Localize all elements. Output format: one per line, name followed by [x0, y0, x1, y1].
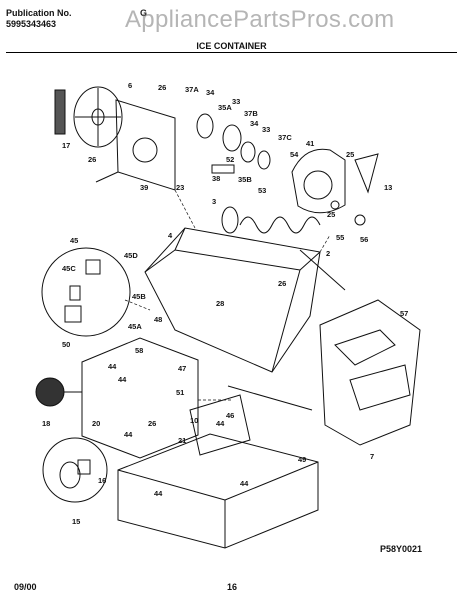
part-label: 44	[154, 489, 163, 498]
part-label: 37A	[185, 85, 199, 94]
part-label: 7	[370, 452, 374, 461]
part-label: 26	[88, 155, 96, 164]
publication-label: Publication No.	[6, 8, 72, 18]
part-label: 52	[226, 155, 234, 164]
bottom-tray	[117, 433, 319, 549]
part-label: 28	[216, 299, 224, 308]
footer-date: 09/00	[14, 582, 37, 592]
part-label: 55	[336, 233, 344, 242]
part-label: 26	[148, 419, 156, 428]
part-label: 44	[108, 362, 117, 371]
part-label: 45A	[128, 322, 142, 331]
part-label: 47	[178, 364, 186, 373]
part-label: 53	[258, 186, 266, 195]
section-title: ICE CONTAINER	[196, 41, 267, 51]
lamp-detail-circle	[42, 437, 108, 503]
part-label: 17	[62, 141, 70, 150]
part-label: 33	[262, 125, 270, 134]
part-label: 34	[206, 88, 215, 97]
part-label: 25	[346, 150, 354, 159]
part-label: 45B	[132, 292, 146, 301]
part-label: 44	[118, 375, 127, 384]
detail-circle	[41, 247, 131, 337]
part-label: 3	[212, 197, 216, 206]
part-label: 46	[226, 411, 234, 420]
part-label: 56	[360, 235, 368, 244]
part-label: 45C	[62, 264, 76, 273]
auger-spiral	[221, 206, 346, 291]
part-label: 44	[240, 479, 249, 488]
part-label: 45	[70, 236, 78, 245]
part-label: 35B	[238, 175, 252, 184]
ice-bucket	[144, 227, 321, 373]
part-label: 48	[154, 315, 162, 324]
part-label: 13	[384, 183, 392, 192]
part-label: 21	[178, 436, 186, 445]
part-label: 38	[212, 174, 220, 183]
part-label: 50	[62, 340, 70, 349]
part-label: 57	[400, 309, 408, 318]
part-label: 34	[250, 119, 259, 128]
part-label: 37C	[278, 133, 292, 142]
part-label: 37B	[244, 109, 258, 118]
part-label: 4	[168, 231, 173, 240]
part-label: 41	[306, 139, 314, 148]
part-label: 45D	[124, 251, 138, 260]
chute-assembly	[319, 299, 421, 446]
part-label: 35A	[218, 103, 232, 112]
part-label: 15	[72, 517, 80, 526]
model-fragment: G	[140, 8, 148, 18]
part-label: 39	[140, 183, 148, 192]
mounting-plate	[35, 337, 199, 459]
part-label: 26	[158, 83, 166, 92]
part-label: 54	[290, 150, 299, 159]
fan-assembly	[54, 86, 123, 148]
part-label: 23	[176, 183, 184, 192]
part-label: 33	[232, 97, 240, 106]
part-label: 25	[327, 210, 335, 219]
diagram-code: P58Y0021	[380, 544, 423, 554]
part-label: 49	[298, 455, 306, 464]
header-rule	[6, 52, 457, 53]
part-label: 26	[278, 279, 286, 288]
part-label: 44	[124, 430, 133, 439]
front-cover	[291, 148, 379, 226]
part-label: 2	[326, 249, 330, 258]
part-label: 51	[176, 388, 184, 397]
watermark: AppliancePartsPros.com	[125, 6, 395, 33]
part-label: 58	[135, 346, 143, 355]
part-label: 18	[42, 419, 50, 428]
gear-cluster	[196, 113, 271, 174]
publication-number: 5995343463	[6, 19, 57, 29]
part-label: 44	[216, 419, 225, 428]
part-label: 10	[190, 416, 198, 425]
part-label: 6	[128, 81, 132, 90]
part-label: 16	[98, 476, 106, 485]
part-label: 20	[92, 419, 100, 428]
footer-page: 16	[227, 582, 238, 592]
assembly-lines	[124, 189, 331, 401]
